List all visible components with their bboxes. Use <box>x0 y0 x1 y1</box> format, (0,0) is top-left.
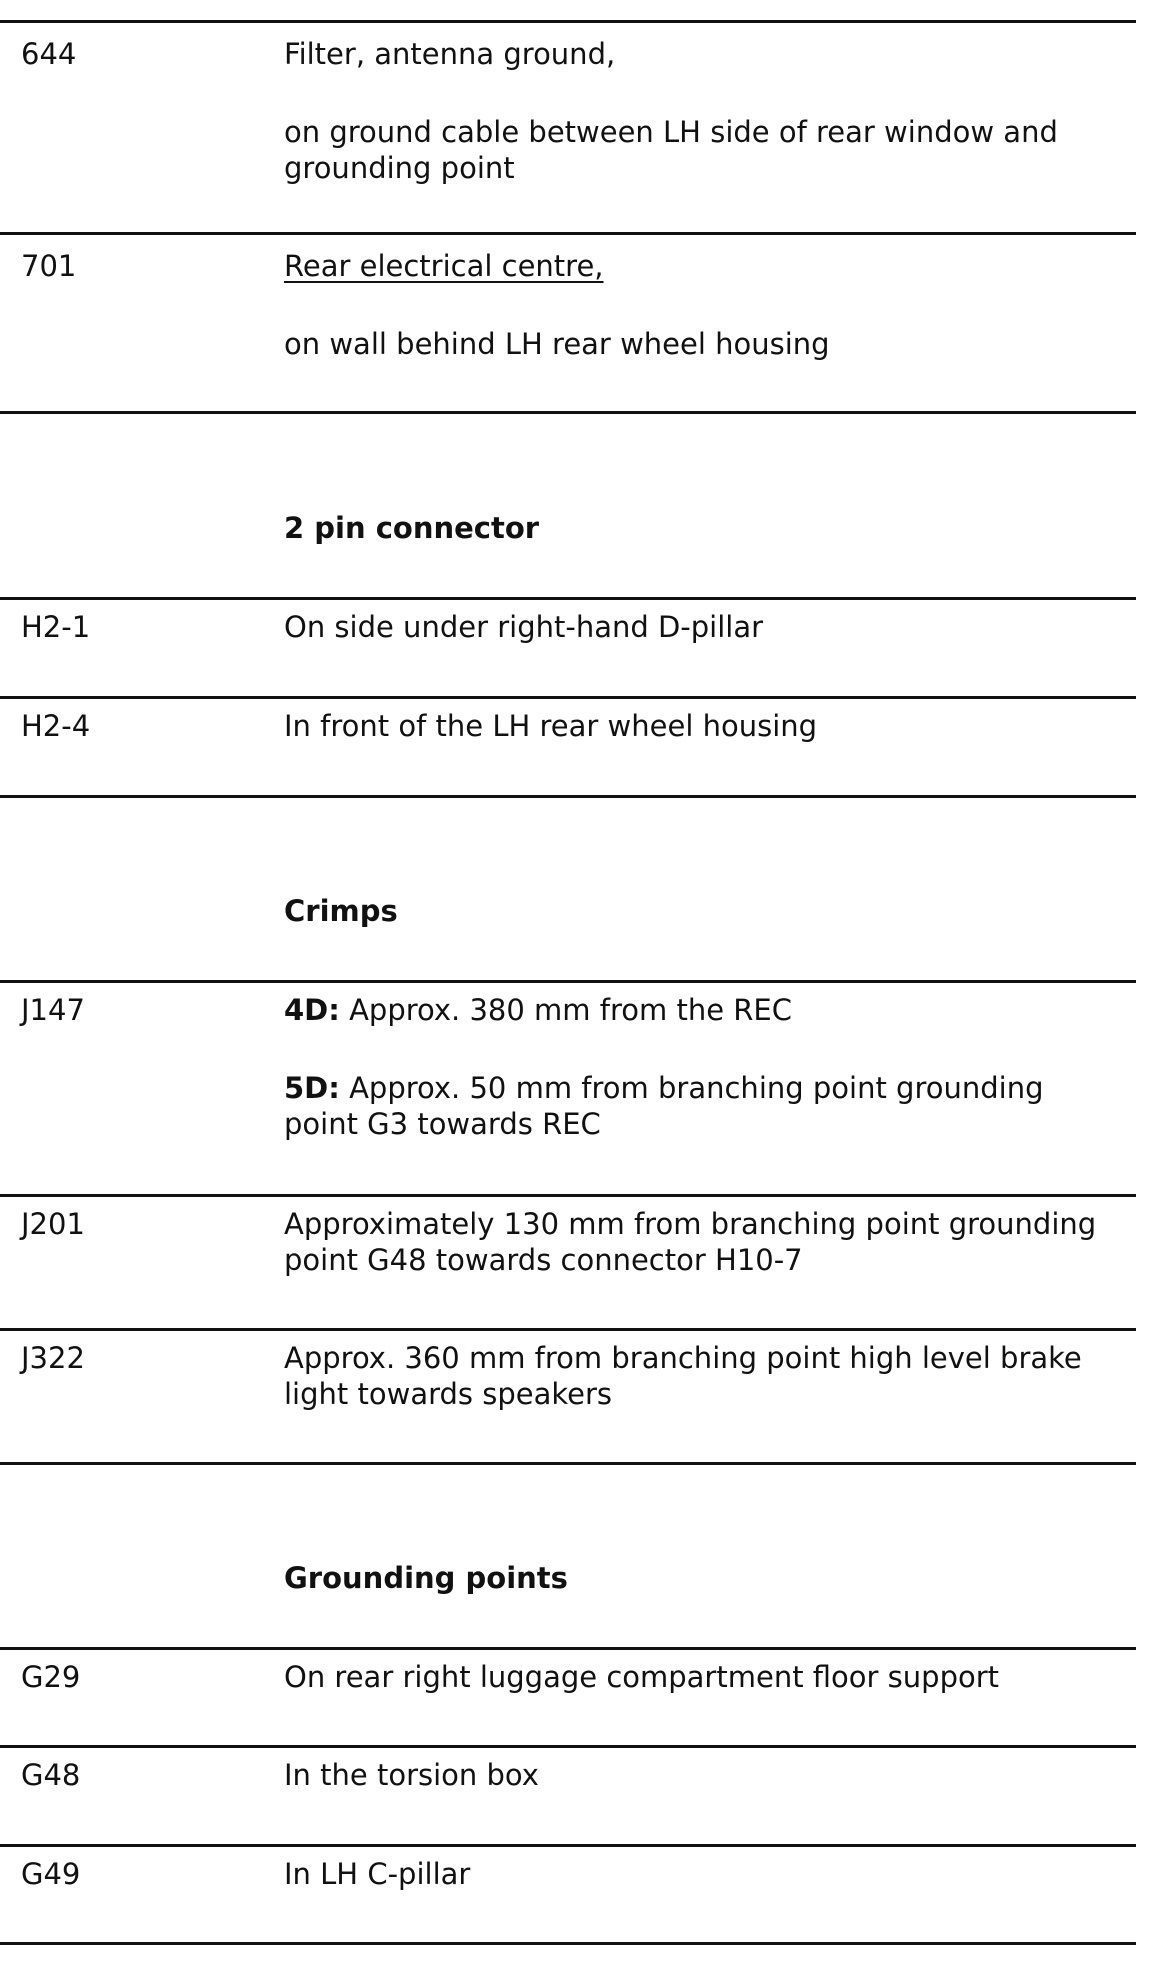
grounding-id: G49 <box>21 1857 81 1891</box>
crimp-id: J201 <box>21 1207 85 1241</box>
connector-location: In front of the LH rear wheel housing <box>284 709 818 743</box>
component-name: Filter, antenna ground, <box>284 37 616 71</box>
row-divider <box>0 696 1136 699</box>
row-divider <box>0 1328 1136 1331</box>
row-divider <box>0 1462 1136 1465</box>
crimp-location-5d-cont: point G3 towards REC <box>284 1107 601 1141</box>
variant-text: Approx. 380 mm from the REC <box>339 993 792 1027</box>
crimp-location-cont: light towards speakers <box>284 1377 613 1411</box>
crimp-location-5d: 5D: Approx. 50 mm from branching point g… <box>284 1070 1044 1107</box>
row-divider <box>0 232 1136 235</box>
section-heading: Grounding points <box>284 1561 568 1595</box>
section-heading: 2 pin connector <box>284 511 540 545</box>
component-id: 644 <box>21 37 77 71</box>
component-name-link[interactable]: Rear electrical centre, <box>284 249 604 283</box>
row-divider <box>0 1745 1136 1748</box>
grounding-location: On rear right luggage compartment floor … <box>284 1660 1000 1694</box>
row-divider <box>0 980 1136 983</box>
variant-label: 5D: <box>284 1071 340 1105</box>
crimp-id: J147 <box>21 993 85 1027</box>
component-location: grounding point <box>284 151 515 185</box>
row-divider <box>0 20 1136 23</box>
connector-location: On side under right-hand D-pillar <box>284 610 764 644</box>
crimp-location-4d: 4D: Approx. 380 mm from the REC <box>284 992 792 1029</box>
grounding-location: In LH C-pillar <box>284 1857 471 1891</box>
crimp-location-cont: point G48 towards connector H10-7 <box>284 1243 803 1277</box>
crimp-location: Approximately 130 mm from branching poin… <box>284 1207 1097 1241</box>
section-heading: Crimps <box>284 894 398 928</box>
row-divider <box>0 411 1136 414</box>
component-id: 701 <box>21 249 77 283</box>
row-divider <box>0 1194 1136 1197</box>
connector-id: H2-1 <box>21 610 91 644</box>
grounding-id: G48 <box>21 1758 81 1792</box>
variant-text: Approx. 50 mm from branching point groun… <box>339 1071 1044 1105</box>
component-location: on ground cable between LH side of rear … <box>284 115 1058 149</box>
row-divider <box>0 795 1136 798</box>
row-divider <box>0 1844 1136 1847</box>
crimp-location: Approx. 360 mm from branching point high… <box>284 1341 1082 1375</box>
grounding-location: In the torsion box <box>284 1758 539 1792</box>
row-divider <box>0 597 1136 600</box>
connector-id: H2-4 <box>21 709 91 743</box>
grounding-id: G29 <box>21 1660 81 1694</box>
row-divider <box>0 1647 1136 1650</box>
row-divider <box>0 1942 1136 1945</box>
variant-label: 4D: <box>284 993 340 1027</box>
component-location: on wall behind LH rear wheel housing <box>284 327 830 361</box>
crimp-id: J322 <box>21 1341 85 1375</box>
